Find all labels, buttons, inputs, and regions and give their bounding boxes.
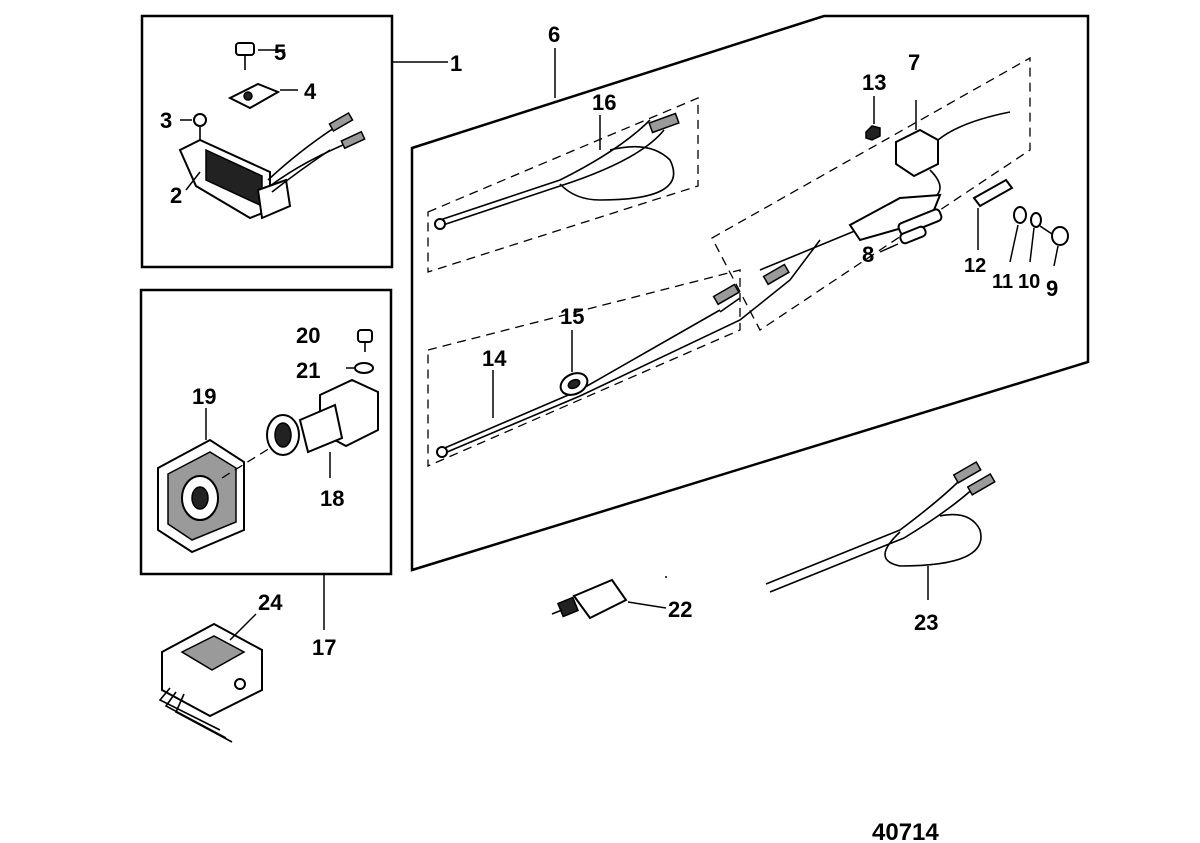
callout-6: 6 — [548, 22, 560, 47]
callout-19: 19 — [192, 384, 216, 409]
callout-4: 4 — [304, 79, 317, 104]
callout-14: 14 — [482, 346, 507, 371]
callout-1: 1 — [450, 51, 462, 76]
callout-17: 17 — [312, 635, 336, 660]
callout-8: 8 — [862, 242, 874, 267]
screw-part-3 — [180, 113, 207, 140]
fuse-part-8 — [879, 225, 927, 253]
kit-box-17: 20 21 19 18 — [139, 288, 393, 630]
sender-part-22 — [551, 576, 667, 620]
nut-part-13 — [865, 96, 881, 141]
callout-9: 9 — [1046, 276, 1058, 301]
callout-10: 10 — [1018, 271, 1040, 293]
bracket-part-12 — [972, 178, 1014, 250]
callout-15: 15 — [560, 304, 584, 329]
bezel-part-19 — [157, 408, 271, 554]
callout-23: 23 — [914, 610, 938, 635]
harness-part-23 — [765, 461, 996, 600]
grommet-part-15 — [559, 330, 589, 396]
callout-2: 2 — [170, 183, 182, 208]
clamp-part-4 — [227, 82, 298, 110]
washer-part-10 — [1029, 212, 1042, 263]
callout-3: 3 — [160, 108, 172, 133]
switch-part-2 — [178, 112, 366, 220]
callout-20: 20 — [296, 323, 320, 348]
screw-part-20 — [357, 329, 373, 352]
kit-box-1: 5 4 3 2 — [140, 14, 448, 269]
harness-part-16 — [434, 112, 680, 230]
control-box-part-7 — [759, 100, 1011, 271]
diagram-reference-number: 40714 — [872, 819, 939, 843]
callout-21: 21 — [296, 358, 320, 383]
kit-panel-6: 6 16 13 7 8 12 11 10 9 15 14 — [410, 14, 1090, 572]
callout-24: 24 — [258, 590, 283, 615]
bolt-part-9 — [1039, 225, 1069, 267]
mount-part-18 — [266, 378, 379, 478]
callout-13: 13 — [862, 70, 886, 95]
callout-12: 12 — [964, 255, 986, 277]
callout-22: 22 — [668, 597, 692, 622]
washer-part-11 — [1009, 206, 1027, 263]
module-part-24 — [158, 613, 263, 743]
callout-7: 7 — [908, 50, 920, 75]
screw-part-5 — [235, 42, 285, 70]
washer-part-21 — [346, 362, 374, 374]
callout-16: 16 — [592, 90, 616, 115]
callout-5: 5 — [274, 40, 286, 65]
callout-11: 11 — [992, 271, 1013, 293]
callout-18: 18 — [320, 486, 344, 511]
